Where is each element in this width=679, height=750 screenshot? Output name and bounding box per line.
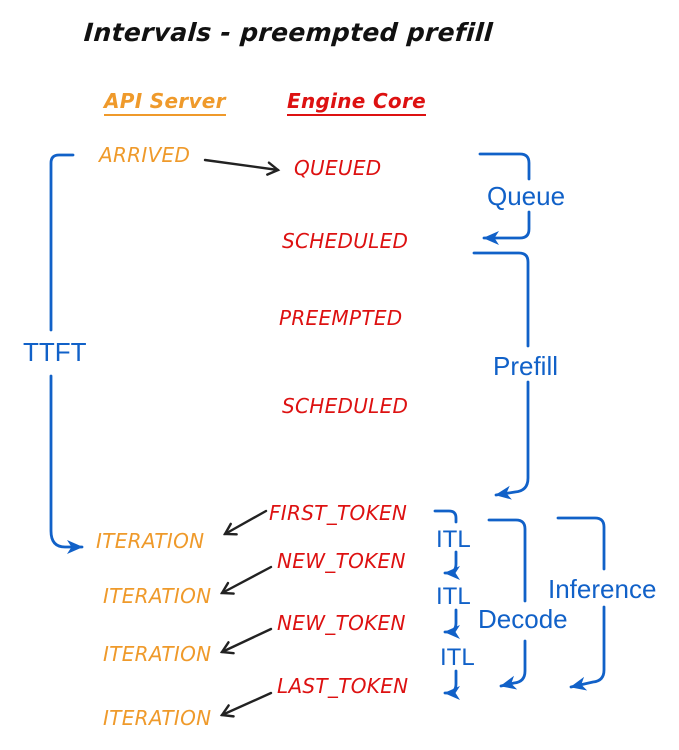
interval-label-ttft: TTFT bbox=[23, 337, 87, 367]
queue-bracket bbox=[478, 152, 531, 245]
event-first-token: FIRST_TOKEN bbox=[269, 501, 408, 525]
itl-brackets bbox=[433, 509, 460, 700]
arrived-to-queued-arrow bbox=[203, 158, 281, 176]
interval-label-queue: Queue bbox=[487, 181, 566, 211]
event-iteration-4: ITERATION bbox=[103, 706, 212, 730]
event-iteration-2: ITERATION bbox=[103, 584, 212, 608]
prefill-bracket bbox=[472, 251, 530, 500]
interval-label-itl-2: ITL bbox=[436, 583, 471, 610]
interval-label-itl-3: ITL bbox=[440, 644, 475, 671]
interval-label-inference: Inference bbox=[548, 574, 657, 604]
new-token2-to-iteration-arrow bbox=[219, 627, 273, 655]
column-header-engine-core: Engine Core bbox=[287, 89, 426, 116]
event-iteration-1: ITERATION bbox=[96, 529, 205, 553]
event-last-token: LAST_TOKEN bbox=[277, 674, 409, 698]
ttft-bracket bbox=[49, 153, 84, 554]
inference-bracket bbox=[556, 516, 606, 691]
event-iteration-3: ITERATION bbox=[103, 642, 212, 666]
first-token-to-iteration-arrow bbox=[222, 509, 268, 536]
new-token1-to-iteration-arrow bbox=[219, 565, 273, 595]
interval-label-prefill: Prefill bbox=[493, 351, 559, 381]
decode-bracket bbox=[487, 518, 527, 690]
event-new-token-1: NEW_TOKEN bbox=[277, 549, 406, 573]
event-preempted: PREEMPTED bbox=[279, 306, 403, 330]
column-header-api-server: API Server bbox=[104, 89, 226, 116]
event-scheduled-1: SCHEDULED bbox=[282, 229, 409, 253]
page-title: Intervals - preempted prefill bbox=[82, 18, 494, 47]
event-queued: QUEUED bbox=[294, 156, 382, 180]
interval-label-decode: Decode bbox=[478, 604, 568, 634]
event-new-token-2: NEW_TOKEN bbox=[277, 611, 406, 635]
event-scheduled-2: SCHEDULED bbox=[282, 394, 409, 418]
event-arrived: ARRIVED bbox=[99, 143, 191, 167]
interval-label-itl-1: ITL bbox=[436, 526, 471, 553]
last-token-to-iteration-arrow bbox=[219, 691, 273, 718]
